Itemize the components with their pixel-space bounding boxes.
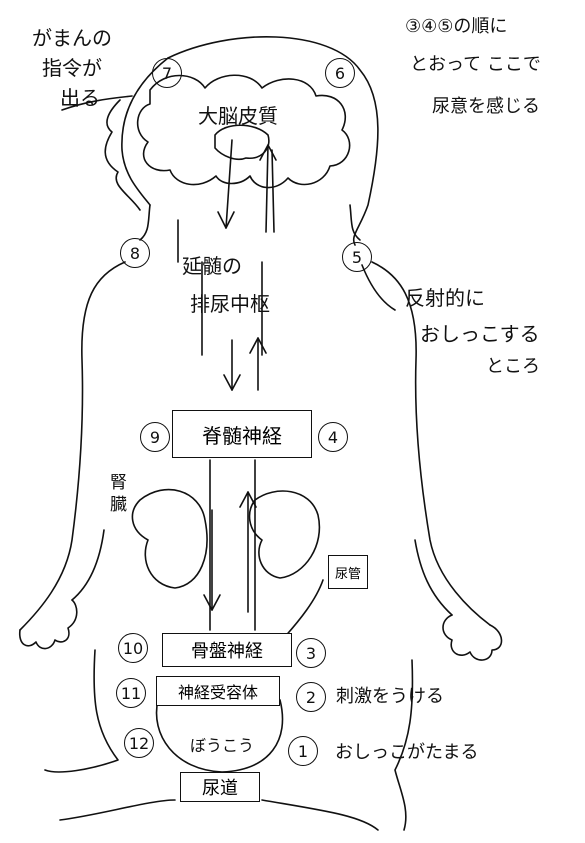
left-hand	[18, 599, 78, 650]
step-11: 11	[116, 678, 146, 708]
bladder-label: ぼうこう	[190, 736, 255, 755]
gaman-label-line1: がまんの	[32, 26, 112, 50]
connector-ureter	[281, 579, 324, 641]
neck-left	[139, 204, 151, 241]
kidney-left	[131, 488, 208, 589]
arrow-down-brain	[225, 139, 233, 229]
ureter-label: 尿管	[328, 555, 368, 589]
arrow-up-brain	[265, 144, 269, 233]
step-5: 5	[342, 242, 372, 272]
arrow-up-medulla-head	[249, 337, 267, 354]
step-7: 7	[152, 58, 182, 88]
step-10: 10	[118, 633, 148, 663]
cortex-label: 大脳皮質	[198, 104, 278, 128]
arrow-up-spinal-head	[239, 491, 257, 508]
stimulus-label: 刺激をうける	[336, 686, 444, 707]
step-9: 9	[140, 422, 170, 452]
head-outline	[167, 36, 379, 246]
order-label-line3: 尿意を感じる	[432, 96, 540, 117]
kidney-right	[248, 490, 321, 579]
step-3: 3	[296, 638, 326, 668]
head-left-outline	[121, 57, 169, 206]
collect-label: おしっこがたまる	[335, 742, 479, 763]
leg-inner-left	[59, 799, 176, 821]
arrow-down-medulla-head	[223, 374, 241, 391]
brain-outline	[136, 74, 351, 189]
reflex-label-line3: ところ	[486, 356, 540, 377]
arrow-down-spinal-head	[203, 594, 221, 611]
pelvic-nerve-box: 骨盤神経	[162, 633, 292, 667]
step-4: 4	[318, 422, 348, 452]
order-label-line1: ③④⑤の順に	[405, 16, 508, 37]
spinal-nerve-box: 脊髄神経	[172, 410, 312, 458]
neck-right	[349, 204, 361, 241]
connector-gaman	[61, 95, 133, 111]
connector-reflex	[361, 264, 396, 311]
medulla-label-line1: 延髄の	[182, 254, 242, 278]
right-arm-inner	[414, 539, 453, 616]
brain-inner	[214, 124, 270, 161]
reflex-label-line1: 反射的に	[405, 286, 485, 310]
torso-left	[19, 261, 126, 631]
leg-inner-right	[261, 799, 379, 831]
arrow-up-brain-2	[271, 149, 275, 233]
order-label-line2: とおって ここで	[410, 54, 541, 75]
left-arm-inner	[71, 529, 105, 601]
step-12: 12	[124, 728, 154, 758]
step-2: 2	[296, 682, 326, 712]
medulla-label-line2: 排尿中枢	[190, 292, 270, 316]
urethra-box: 尿道	[180, 772, 260, 802]
lower-right	[394, 659, 414, 831]
reflex-label-line2: おしっこする	[420, 322, 540, 346]
gaman-label-line3: 出る	[60, 86, 100, 110]
step-6: 6	[325, 58, 355, 88]
right-hand	[442, 614, 503, 661]
arrow-down-brain-head	[217, 211, 235, 229]
lower-left	[44, 649, 119, 773]
torso-right	[371, 261, 491, 626]
receptor-box: 神経受容体	[156, 676, 280, 706]
gaman-label-line2: 指令が	[42, 56, 102, 80]
kidney-label: 腎臓	[110, 473, 127, 515]
arrow-up-brain-head	[259, 144, 277, 161]
step-8: 8	[120, 238, 150, 268]
face-profile	[104, 99, 141, 211]
step-1: 1	[288, 736, 318, 766]
